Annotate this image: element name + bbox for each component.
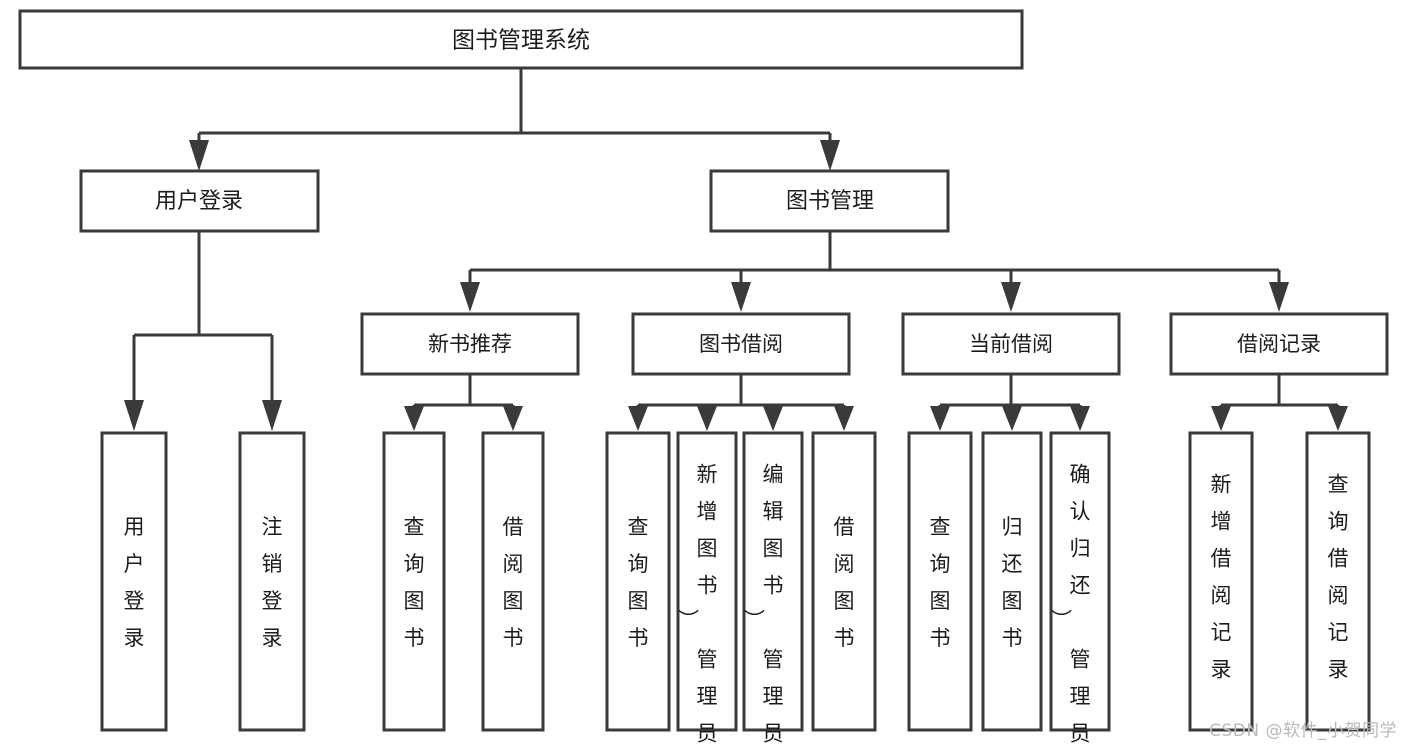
leaf-query-book-cur-label: 查询图书 xyxy=(930,515,951,650)
leaf-add-book-label: 新增图书（管理员） xyxy=(678,463,718,747)
leaf-confirm-return[interactable]: 确认归还（管理员） xyxy=(1049,431,1111,747)
node-current-borrow-box[interactable] xyxy=(901,312,1121,376)
node-user-login-label: 用户登录 xyxy=(155,189,243,214)
leaf-add-record-box[interactable] xyxy=(1188,431,1254,732)
arrow-to-leaf-query-record xyxy=(1328,406,1348,431)
node-root-label: 图书管理系统 xyxy=(452,28,590,54)
leaf-confirm-return-box[interactable] xyxy=(1049,431,1111,732)
leaf-confirm-return-label: 确认归还（管理员） xyxy=(1051,463,1091,747)
leaf-query-book-new[interactable]: 查询图书 xyxy=(382,431,446,732)
leaf-query-book-new-label: 查询图书 xyxy=(404,515,425,650)
leaf-query-book-borrow-box[interactable] xyxy=(605,431,671,732)
leaf-add-record-label: 新增借阅记录 xyxy=(1211,473,1232,682)
leaf-user-login-label: 用户登录 xyxy=(124,515,145,650)
arrow-to-book-manage xyxy=(820,140,840,171)
leaf-borrow-book-new-box[interactable] xyxy=(481,431,545,732)
leaf-return-book-label: 归还图书 xyxy=(1002,515,1023,650)
node-root[interactable]: 图书管理系统 xyxy=(18,9,1024,70)
leaf-user-login-box[interactable] xyxy=(100,431,168,732)
arrow-to-leaf-edit-book xyxy=(763,406,783,431)
node-new-book-label: 新书推荐 xyxy=(428,332,512,356)
node-book-manage[interactable]: 图书管理 xyxy=(709,169,950,233)
node-book-manage-box[interactable] xyxy=(709,169,950,233)
arrow-to-borrow-record xyxy=(1269,282,1289,312)
leaf-logout[interactable]: 注销登录 xyxy=(238,431,306,732)
leaf-logout-box[interactable] xyxy=(238,431,306,732)
leaf-user-login[interactable]: 用户登录 xyxy=(100,431,168,732)
leaf-layer: 用户登录 注销登录 查询图书 借阅图书 查询图书 新增图书（管理员） 编辑图书（管理员） 借阅… xyxy=(100,431,1371,747)
node-book-borrow-label: 图书借阅 xyxy=(699,332,783,356)
arrow-to-leaf-query-book-new xyxy=(404,406,424,431)
arrow-to-leaf-user-login xyxy=(124,400,144,431)
leaf-query-record-box[interactable] xyxy=(1305,431,1371,732)
node-current-borrow[interactable]: 当前借阅 xyxy=(901,312,1121,376)
node-user-login-box[interactable] xyxy=(79,169,320,233)
node-borrow-record-label: 借阅记录 xyxy=(1237,332,1321,356)
leaf-edit-book-label: 编辑图书（管理员） xyxy=(744,463,784,747)
arrow-to-leaf-query-book-borrow xyxy=(628,406,648,431)
leaf-query-record[interactable]: 查询借阅记录 xyxy=(1305,431,1371,732)
leaf-add-record[interactable]: 新增借阅记录 xyxy=(1188,431,1254,732)
node-book-borrow-box[interactable] xyxy=(631,312,851,376)
node-layer: 图书管理系统 用户登录 图书管理 新书推荐 图书借阅 xyxy=(18,9,1389,376)
arrow-to-leaf-add-record xyxy=(1211,406,1231,431)
node-book-borrow[interactable]: 图书借阅 xyxy=(631,312,851,376)
leaf-edit-book[interactable]: 编辑图书（管理员） xyxy=(742,431,804,747)
arrow-to-current-borrow xyxy=(1001,282,1021,312)
arrow-to-leaf-add-book xyxy=(697,406,717,431)
arrow-to-new-book xyxy=(460,282,480,312)
arrow-to-leaf-borrow-book-new xyxy=(503,406,523,431)
arrow-to-leaf-confirm-return xyxy=(1070,406,1090,431)
node-root-box[interactable] xyxy=(18,9,1024,70)
leaf-query-book-cur-box[interactable] xyxy=(907,431,973,732)
leaf-return-book[interactable]: 归还图书 xyxy=(981,431,1043,732)
arrow-to-leaf-query-book-cur xyxy=(930,406,950,431)
arrow-to-user-login xyxy=(189,140,209,171)
leaf-query-book-new-box[interactable] xyxy=(382,431,446,732)
leaf-borrow-book-new-label: 借阅图书 xyxy=(503,515,524,650)
node-new-book[interactable]: 新书推荐 xyxy=(360,312,580,376)
arrow-to-book-borrow xyxy=(731,282,751,312)
leaf-query-book-cur[interactable]: 查询图书 xyxy=(907,431,973,732)
leaf-logout-label: 注销登录 xyxy=(262,515,283,650)
node-current-borrow-label: 当前借阅 xyxy=(969,332,1053,356)
leaf-query-book-borrow[interactable]: 查询图书 xyxy=(605,431,671,732)
connector-layer xyxy=(124,68,1348,431)
arrow-to-leaf-borrow-book xyxy=(834,406,854,431)
node-borrow-record[interactable]: 借阅记录 xyxy=(1169,312,1389,376)
arrow-to-leaf-return-book xyxy=(1002,406,1022,431)
node-borrow-record-box[interactable] xyxy=(1169,312,1389,376)
leaf-add-book[interactable]: 新增图书（管理员） xyxy=(676,431,738,747)
leaf-query-record-label: 查询借阅记录 xyxy=(1328,473,1349,682)
node-new-book-box[interactable] xyxy=(360,312,580,376)
leaf-add-book-box[interactable] xyxy=(676,431,738,732)
leaf-query-book-borrow-label: 查询图书 xyxy=(628,515,649,650)
leaf-edit-book-box[interactable] xyxy=(742,431,804,732)
node-book-manage-label: 图书管理 xyxy=(786,189,874,214)
arrow-to-leaf-logout xyxy=(262,400,282,431)
leaf-borrow-book-new[interactable]: 借阅图书 xyxy=(481,431,545,732)
leaf-borrow-book[interactable]: 借阅图书 xyxy=(811,431,877,732)
leaf-return-book-box[interactable] xyxy=(981,431,1043,732)
node-user-login[interactable]: 用户登录 xyxy=(79,169,320,233)
leaf-borrow-book-box[interactable] xyxy=(811,431,877,732)
leaf-borrow-book-label: 借阅图书 xyxy=(834,515,855,650)
